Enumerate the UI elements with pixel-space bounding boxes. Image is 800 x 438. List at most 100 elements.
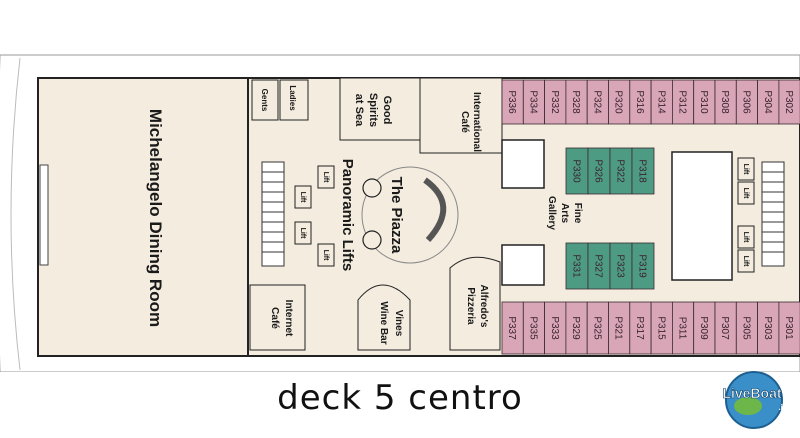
logo-suffix: .it — [778, 403, 785, 412]
lift-box-r2 — [737, 181, 755, 205]
piazza-label: The Piazza — [388, 177, 405, 254]
fine-arts-line-2: Arts — [559, 203, 570, 223]
vines-line-1: Vines — [393, 310, 404, 337]
cabin-label-p337: P337 — [506, 316, 517, 340]
inner-block-top — [501, 139, 545, 189]
good-spirits-line-3: at Sea — [353, 94, 365, 127]
lift-label-l3: Lift — [322, 172, 329, 184]
lift-label-r4: Lift — [742, 256, 749, 268]
cabin-label-p330: P330 — [571, 159, 582, 183]
cabin-label-p315: P315 — [655, 316, 666, 340]
inner-block-right — [671, 151, 733, 281]
panoramic-lifts-label: Panoramic Lifts — [339, 159, 356, 272]
internet-cafe-area — [249, 284, 306, 351]
logo-land-icon — [734, 397, 762, 415]
lift-label-l1: Lift — [299, 192, 306, 204]
fine-arts-line-1: Fine — [572, 203, 583, 224]
cabin-label-p304: P304 — [762, 90, 773, 114]
panoramic-lift-1 — [362, 178, 382, 198]
stair-treads-right — [762, 171, 784, 253]
international-cafe-area — [419, 77, 503, 154]
cabin-label-p303: P303 — [762, 316, 773, 340]
cabin-label-p316: P316 — [634, 90, 645, 114]
cabin-label-p319: P319 — [637, 254, 648, 278]
cabin-label-p332: P332 — [549, 90, 560, 114]
cabin-label-p329: P329 — [570, 316, 581, 340]
stair-block-right — [761, 161, 785, 267]
cabin-p301 — [778, 301, 800, 355]
piazza-atrium — [361, 166, 459, 264]
cabin-row-inner-bottom: P331 P327 P323 P319 — [565, 242, 655, 290]
cabin-label-p325: P325 — [591, 316, 602, 340]
cabin-label-p336: P336 — [506, 90, 517, 114]
stair-block-left — [261, 161, 285, 267]
cabin-label-p333: P333 — [549, 316, 560, 340]
liveboat-logo: LiveBoat .it — [722, 371, 786, 429]
gents-room — [251, 79, 279, 121]
lift-label-l4: Lift — [322, 250, 329, 262]
dining-room-label: Michelangelo Dining Room — [146, 109, 165, 327]
internet-cafe-line-2: Café — [269, 307, 280, 329]
stair-treads-left — [262, 171, 284, 253]
ladies-room — [279, 79, 309, 121]
cabin-p319 — [631, 242, 655, 290]
cabin-row-inner-top: P330 P326 P322 P318 — [565, 147, 655, 195]
lift-box-l4 — [317, 243, 335, 267]
cabin-label-p320: P320 — [613, 90, 624, 114]
cabin-label-p308: P308 — [719, 90, 730, 114]
cabin-label-p323: P323 — [615, 254, 626, 278]
alfredos-pizzeria-area — [449, 256, 501, 351]
dining-room-window — [39, 164, 49, 266]
cabin-label-p311: P311 — [677, 317, 688, 340]
cabin-label-p327: P327 — [593, 254, 604, 278]
vines-wine-bar-area — [357, 284, 411, 351]
fine-arts-line-3: Gallery — [546, 196, 557, 230]
cabin-p302 — [778, 79, 800, 125]
cabin-label-p314: P314 — [655, 90, 666, 114]
piazza-staircase — [423, 177, 447, 243]
cabin-label-p302: P302 — [783, 90, 794, 114]
lift-label-l2: Lift — [299, 228, 306, 240]
inner-block-bottom — [501, 244, 545, 286]
deck-plan: Michelangelo Dining Room Gents Ladies Go… — [0, 54, 800, 372]
panoramic-lift-2 — [362, 230, 382, 250]
international-cafe-line-1: International — [471, 92, 482, 152]
cabin-label-p301: P301 — [783, 316, 794, 340]
vines-line-2: Wine Bar — [378, 301, 389, 344]
lift-box-l2 — [294, 221, 312, 245]
cabin-label-p318: P318 — [637, 159, 648, 183]
lift-box-r1 — [737, 157, 755, 181]
hull-bow-curve — [10, 57, 21, 371]
internet-cafe-line-1: Internet — [283, 300, 294, 337]
cabin-label-p312: P312 — [677, 90, 688, 114]
cabin-label-p324: P324 — [591, 90, 602, 114]
good-spirits-area — [339, 77, 421, 141]
logo-text: LiveBoat — [722, 385, 781, 401]
cabin-label-p334: P334 — [527, 90, 538, 114]
good-spirits-line-1: Good — [381, 96, 393, 125]
deck-caption: deck 5 centro — [277, 378, 523, 418]
lift-box-r4 — [737, 249, 755, 273]
alfredos-line-1: Alfredo's — [478, 285, 489, 328]
cabin-label-p307: P307 — [719, 316, 730, 340]
lift-label-r2: Lift — [742, 188, 749, 200]
cabin-p318 — [631, 147, 655, 195]
lift-label-r1: Lift — [742, 164, 749, 176]
cabin-label-p331: P331 — [571, 254, 582, 278]
cabin-label-p326: P326 — [593, 159, 604, 183]
cabin-label-p335: P335 — [527, 316, 538, 340]
cabin-label-p306: P306 — [740, 90, 751, 114]
ladies-label: Ladies — [288, 85, 297, 111]
alfredos-line-2: Pizzeria — [465, 287, 476, 325]
cabin-label-p322: P322 — [615, 159, 626, 183]
international-cafe-line-2: Café — [459, 111, 470, 133]
cabin-label-p317: P317 — [634, 316, 645, 340]
lift-box-l3 — [317, 165, 335, 189]
cabin-label-p328: P328 — [570, 90, 581, 114]
cabin-label-p305: P305 — [740, 316, 751, 340]
cabin-label-p309: P309 — [698, 316, 709, 340]
cabin-label-p321: P321 — [613, 316, 624, 340]
dining-room-area — [37, 77, 249, 357]
lift-box-l1 — [294, 185, 312, 209]
